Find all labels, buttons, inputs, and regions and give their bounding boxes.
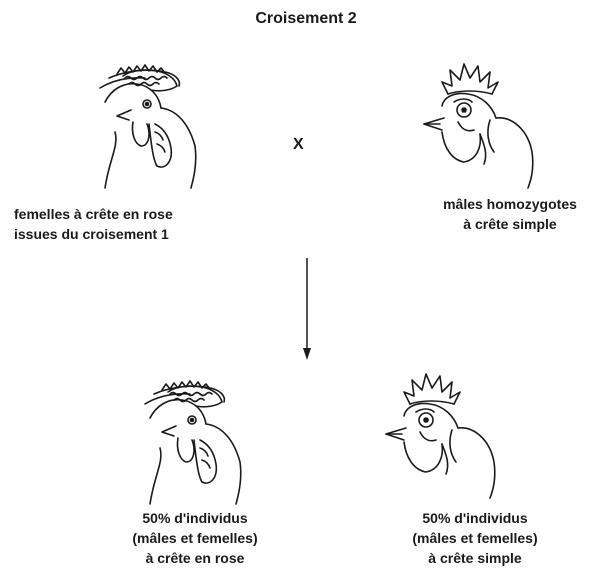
diagram-title: Croisement 2 [255, 10, 357, 27]
parent-female-line1: femelles à crête en rose [14, 206, 173, 222]
parent-female-line2: issues du croisement 1 [14, 226, 169, 242]
parent-female-label: femelles à crête en rose issues du crois… [14, 204, 173, 244]
offspring-simple-line3: à crête simple [428, 550, 522, 566]
parent-male-line2: à crête simple [463, 216, 557, 232]
offspring-rose-label: 50% d'individus (mâles et femelles) à cr… [95, 508, 295, 568]
single-comb-rooster-head-icon [423, 63, 534, 189]
rose-comb-rooster-head-icon [99, 64, 197, 189]
offspring-simple-line2: (mâles et femelles) [412, 530, 538, 546]
offspring-rose-line1: 50% d'individus [142, 510, 248, 526]
offspring-simple-line1: 50% d'individus [422, 510, 528, 526]
cross-symbol: X [293, 136, 304, 153]
offspring-simple-label: 50% d'individus (mâles et femelles) à cr… [375, 508, 575, 568]
parent-male-line1: mâles homozygotes [443, 196, 577, 212]
rose-comb-rooster-head-icon [144, 380, 242, 505]
offspring-rose-line2: (mâles et femelles) [132, 530, 258, 546]
descent-arrow [303, 258, 311, 360]
offspring-rose-line3: à crête en rose [145, 550, 245, 566]
single-comb-rooster-head-icon [385, 373, 496, 499]
parent-male-label: mâles homozygotes à crête simple [410, 194, 610, 234]
